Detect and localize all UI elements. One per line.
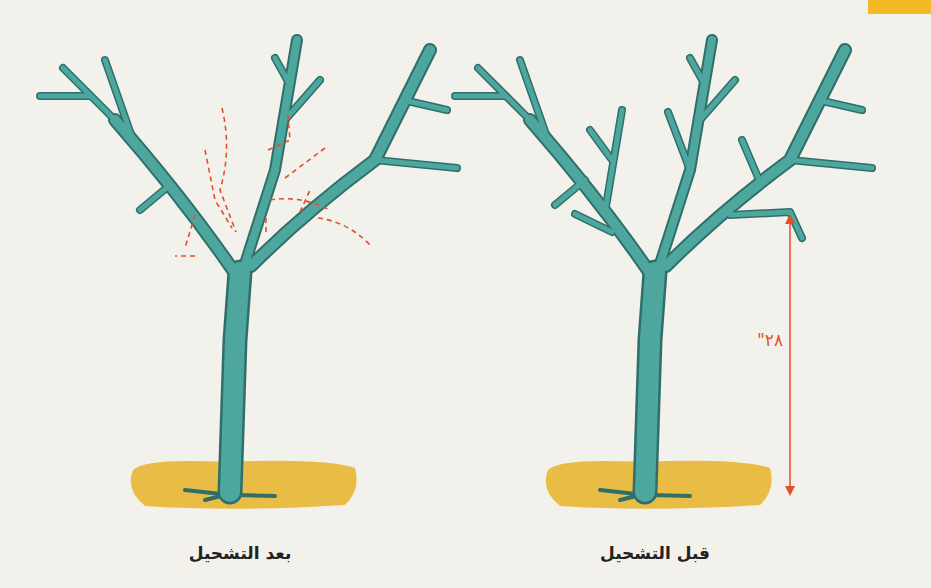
ground-patch <box>131 461 357 509</box>
tree-after-fill <box>40 40 457 492</box>
tree-before <box>455 40 872 500</box>
tree-before-fill <box>455 40 872 492</box>
ground-patch <box>546 461 772 509</box>
caption-before: قبل التشحيل <box>600 543 710 563</box>
tree-after <box>40 40 457 500</box>
removed-branch <box>175 108 370 256</box>
corner-tab <box>868 0 931 14</box>
dimension-line <box>785 214 795 496</box>
caption-after: بعد التشحيل <box>189 543 292 563</box>
dimension-label: ٢٨" <box>757 330 783 350</box>
